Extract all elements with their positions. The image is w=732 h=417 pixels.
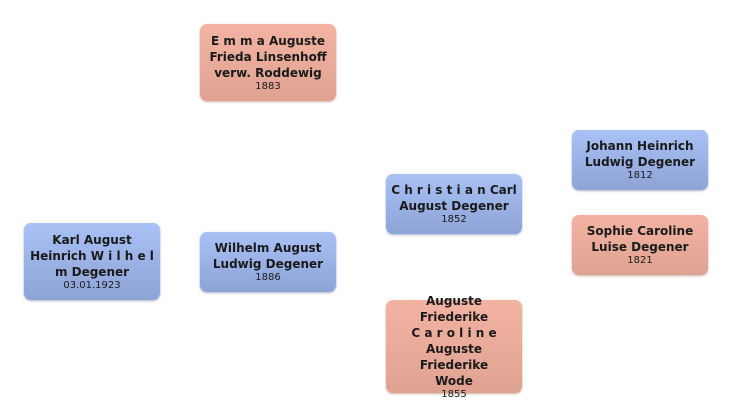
person-name: Sophie Caroline Luise Degener <box>586 224 694 254</box>
person-card-auguste-friederike[interactable]: Auguste Friederike C a r o l i n e Augus… <box>386 294 522 400</box>
person-card-emma-auguste[interactable]: E m m a Auguste Frieda Linsenhoff verw. … <box>200 24 336 101</box>
person-date: 1886 <box>255 272 281 283</box>
person-name: E m m a Auguste Frieda Linsenhoff verw. … <box>209 33 327 80</box>
person-name: Johann Heinrich Ludwig Degener <box>584 139 696 169</box>
person-card-christian-carl[interactable]: C h r i s t i a n Carl August Degener 18… <box>386 174 522 234</box>
person-name: Auguste Friederike C a r o l i n e Augus… <box>411 293 497 388</box>
person-card-johann-heinrich[interactable]: Johann Heinrich Ludwig Degener 1812 <box>572 130 708 190</box>
person-date: 1821 <box>627 255 653 266</box>
person-name: Karl August Heinrich W i l h e l m Degen… <box>30 232 154 279</box>
person-card-wilhelm-august[interactable]: Wilhelm August Ludwig Degener 1886 <box>200 232 336 292</box>
person-date: 03.01.1923 <box>63 279 121 291</box>
person-date: 1855 <box>441 388 467 400</box>
person-date: 1852 <box>441 214 467 225</box>
person-date: 1812 <box>627 170 653 181</box>
person-card-sophie-caroline[interactable]: Sophie Caroline Luise Degener 1821 <box>572 215 708 275</box>
person-name: C h r i s t i a n Carl August Degener <box>391 183 517 213</box>
person-card-karl-august[interactable]: Karl August Heinrich W i l h e l m Degen… <box>24 223 160 300</box>
person-date: 1883 <box>255 80 281 92</box>
person-name: Wilhelm August Ludwig Degener <box>212 241 324 271</box>
